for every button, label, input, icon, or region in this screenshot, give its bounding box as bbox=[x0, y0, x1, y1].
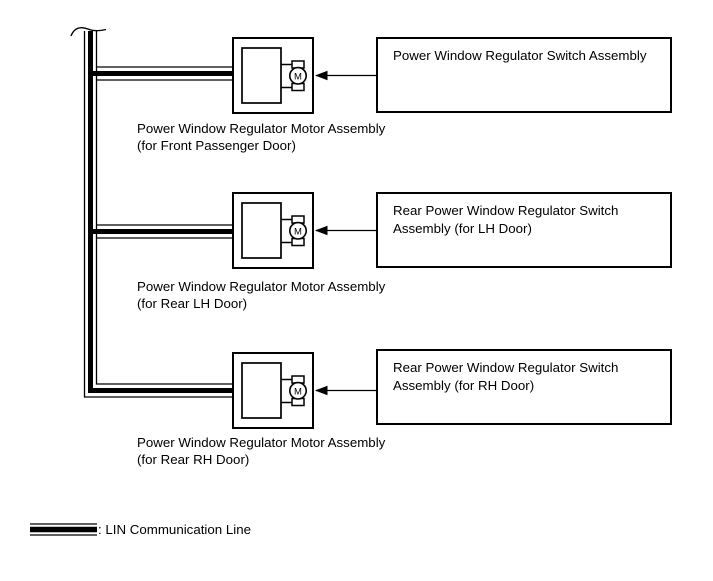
motor-letter: M bbox=[294, 226, 302, 237]
motor-letter: M bbox=[294, 71, 302, 82]
arrow-2 bbox=[315, 225, 376, 236]
regulator-block bbox=[241, 362, 282, 419]
lin-trunk-line bbox=[83, 31, 232, 398]
motor-label-line1: Power Window Regulator Motor Assembly bbox=[137, 279, 386, 294]
motor-assembly-box-front-passenger: M bbox=[232, 37, 314, 114]
arrow1-head bbox=[315, 70, 328, 81]
motor-wires bbox=[281, 63, 292, 89]
arrow-1 bbox=[315, 70, 376, 81]
regulator-block bbox=[241, 47, 282, 104]
motor-label-line1: Power Window Regulator Motor Assembly bbox=[137, 121, 386, 136]
motor-circle bbox=[288, 221, 307, 240]
arrow3-head bbox=[315, 385, 328, 396]
motor-label-rear-rh: Power Window Regulator Motor Assembly (f… bbox=[137, 434, 385, 468]
lin-trunk-thin-right bbox=[95, 31, 232, 385]
lin-branch-line-1 bbox=[88, 66, 232, 81]
switch-label: Rear Power Window Regulator Switch Assem… bbox=[393, 203, 619, 236]
motor-symbol: M bbox=[241, 362, 307, 419]
motor-symbol: M bbox=[241, 47, 307, 104]
switch-label: Power Window Regulator Switch Assembly bbox=[393, 48, 647, 63]
switch-box-front: Power Window Regulator Switch Assembly bbox=[376, 37, 672, 113]
legend-label: : LIN Communication Line bbox=[98, 522, 251, 537]
motor-label-line1: Power Window Regulator Motor Assembly bbox=[137, 435, 386, 450]
motor-circle bbox=[288, 381, 307, 400]
motor-label-line2: (for Rear LH Door) bbox=[137, 296, 248, 311]
lin-trunk-thick bbox=[88, 31, 232, 393]
arrow2-head bbox=[315, 225, 328, 236]
motor-assembly-box-rear-rh: M bbox=[232, 352, 314, 429]
motor-symbol: M bbox=[241, 202, 307, 259]
motor-circle bbox=[288, 66, 307, 85]
motor-wires bbox=[281, 378, 292, 404]
legend-line-sample bbox=[30, 523, 97, 536]
motor-label-line2: (for Front Passenger Door) bbox=[137, 138, 296, 153]
motor-wires bbox=[281, 218, 292, 244]
switch-box-rear-rh: Rear Power Window Regulator Switch Assem… bbox=[376, 349, 672, 425]
motor-assembly-box-rear-lh: M bbox=[232, 192, 314, 269]
switch-label: Rear Power Window Regulator Switch Assem… bbox=[393, 360, 619, 393]
lin-branch-line-2 bbox=[88, 224, 232, 239]
line-continuation-squiggle bbox=[70, 27, 107, 37]
lin-trunk-thin-left bbox=[83, 31, 232, 398]
switch-box-rear-lh: Rear Power Window Regulator Switch Assem… bbox=[376, 192, 672, 268]
motor-label-line2: (for Rear RH Door) bbox=[137, 452, 250, 467]
motor-label-front-passenger: Power Window Regulator Motor Assembly (f… bbox=[137, 120, 385, 154]
arrow-3 bbox=[315, 385, 376, 396]
regulator-block bbox=[241, 202, 282, 259]
motor-label-rear-lh: Power Window Regulator Motor Assembly (f… bbox=[137, 278, 385, 312]
motor-letter: M bbox=[294, 386, 302, 397]
